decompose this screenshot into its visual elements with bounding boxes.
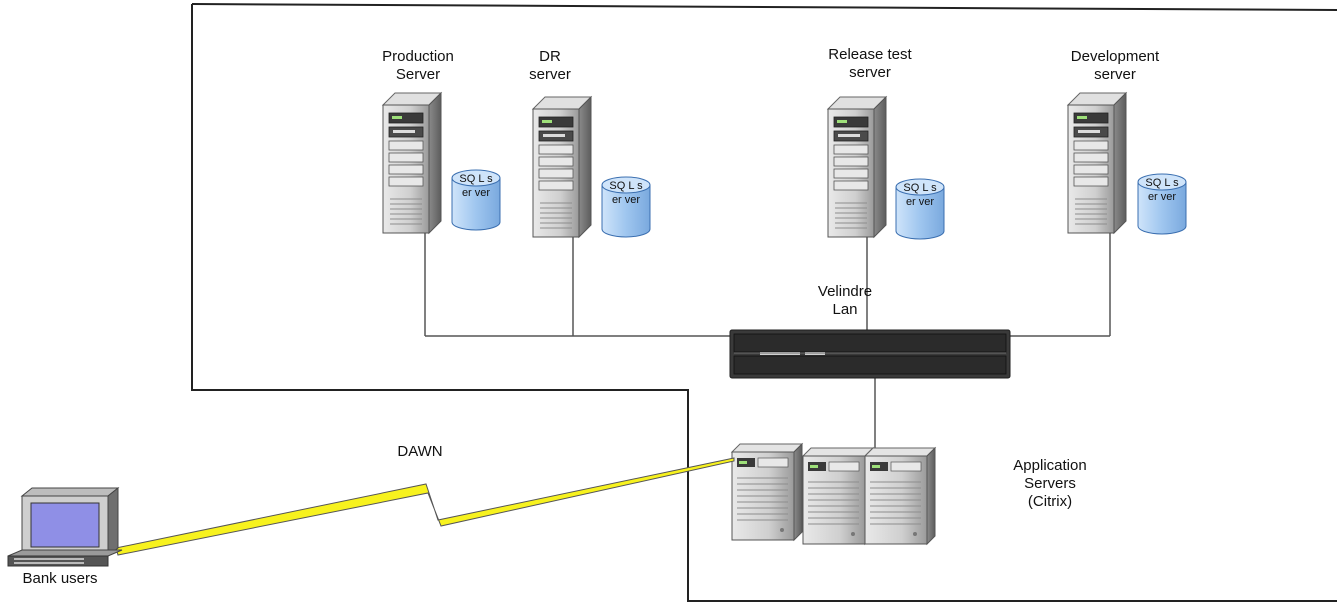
release-test-server-label: Release test server (828, 46, 912, 81)
site-boundary-left (191, 4, 1337, 602)
sql-server-label: SQ L ser ver (459, 173, 493, 199)
server-icon-release-test (827, 96, 887, 238)
sql-server-label: SQ L ser ver (609, 180, 643, 206)
desktop-computer-icon (7, 486, 123, 567)
network-switch-icon (729, 329, 1011, 379)
sql-server-label: SQ L ser ver (903, 182, 937, 208)
server-icon-production (382, 92, 442, 234)
bank-users-label: Bank users (22, 570, 98, 587)
application-servers-label: Application Servers (Citrix) (1013, 457, 1087, 510)
lan-label: Velindre Lan (817, 283, 873, 318)
sql-server-label: SQ L ser ver (1145, 177, 1179, 203)
server-icon-development (1067, 92, 1127, 234)
site-boundary (191, 3, 1337, 11)
application-server-icon (731, 443, 936, 545)
dr-server-label: DR server (529, 48, 571, 83)
wan-label: DAWN (397, 443, 443, 460)
development-server-label: Development server (1070, 48, 1160, 83)
lightning-link-icon (115, 457, 735, 556)
server-icon-dr (532, 96, 592, 238)
production-server-label: Production Server (382, 48, 454, 83)
lan-cabling (424, 232, 1111, 454)
